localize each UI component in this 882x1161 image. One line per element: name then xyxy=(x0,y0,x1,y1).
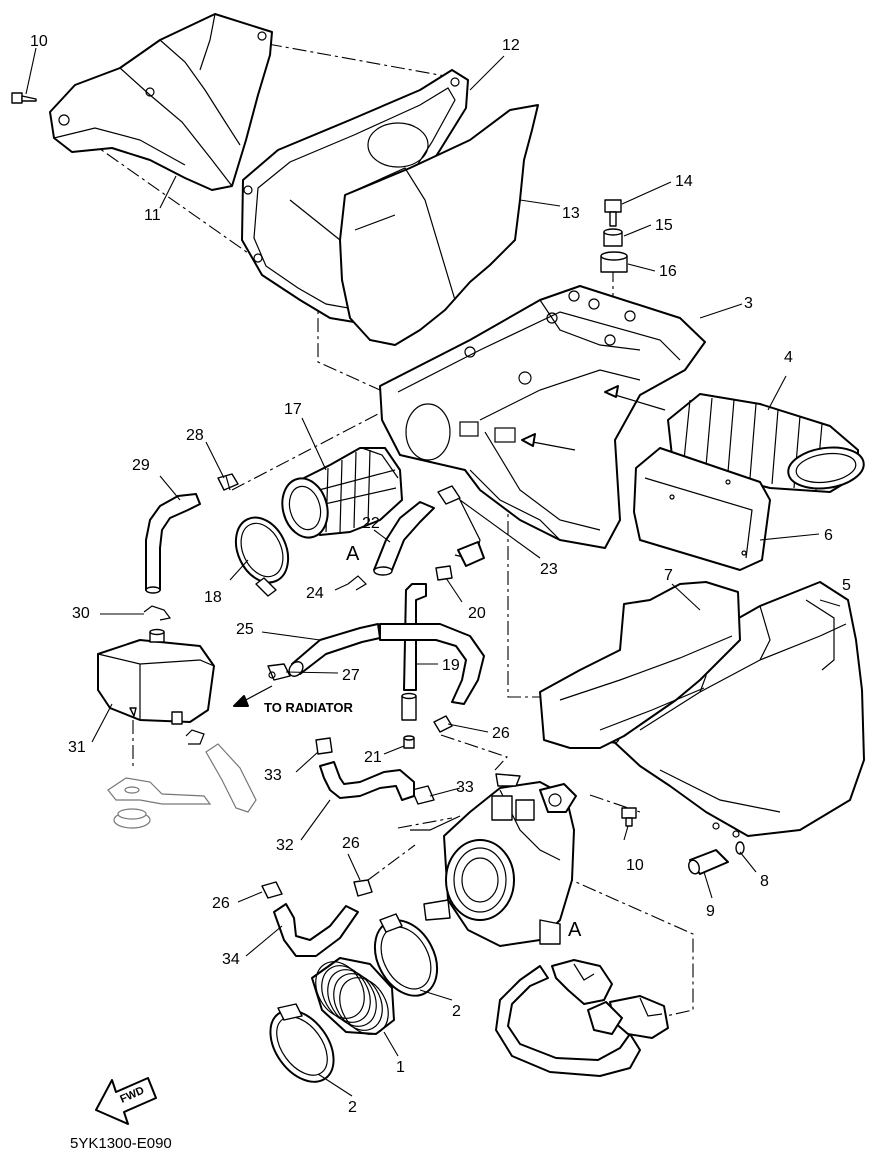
part-2-clamp-upper xyxy=(373,913,439,997)
callout-17: 17 xyxy=(284,401,302,418)
callout-14: 14 xyxy=(675,173,693,190)
part-13-filter-element xyxy=(339,104,539,346)
part-26-clip-left xyxy=(261,881,283,899)
part-10-bolt-top xyxy=(11,92,37,104)
callout-26-right: 26 xyxy=(342,835,360,852)
callout-8: 8 xyxy=(760,873,769,890)
part-28-clip xyxy=(217,473,239,491)
part-8-oring xyxy=(735,841,745,855)
part-24-clip xyxy=(347,575,367,591)
callout-10-right: 10 xyxy=(626,857,644,874)
callout-3: 3 xyxy=(744,295,753,312)
part-33-clip-right xyxy=(411,785,435,805)
part-33-clip-left xyxy=(315,737,333,755)
part-26-clip-right xyxy=(353,879,373,897)
part-16-grommet xyxy=(600,251,628,273)
callout-20: 20 xyxy=(468,605,486,622)
reference-a-left: A xyxy=(346,543,360,565)
callout-16: 16 xyxy=(659,263,677,280)
part-31-tank-clip xyxy=(185,729,205,745)
callout-31: 31 xyxy=(68,739,86,756)
callout-29: 29 xyxy=(132,457,150,474)
callout-27: 27 xyxy=(342,667,360,684)
callout-2-lower: 2 xyxy=(348,1099,357,1116)
callout-23: 23 xyxy=(540,561,558,578)
part-15-collar xyxy=(603,228,623,247)
callout-28: 28 xyxy=(186,427,204,444)
callout-11: 11 xyxy=(144,207,161,224)
callout-18: 18 xyxy=(204,589,222,606)
callout-30: 30 xyxy=(72,605,90,622)
part-20-clip xyxy=(435,565,453,581)
part-18-clamp-band xyxy=(234,516,290,597)
part-9-drain-plug xyxy=(688,849,729,875)
callout-22: 22 xyxy=(362,515,380,532)
part-23-clamp xyxy=(437,485,485,567)
part-34-hose xyxy=(273,903,359,957)
part-17-intake-joint xyxy=(281,447,403,539)
throttle-body xyxy=(410,773,577,947)
callout-7: 7 xyxy=(664,567,673,584)
callout-26-left: 26 xyxy=(212,895,230,912)
callout-5: 5 xyxy=(842,577,851,594)
callout-34: 34 xyxy=(222,951,240,968)
part-22-hose xyxy=(373,501,435,576)
callout-24: 24 xyxy=(306,585,324,602)
part-1-carb-joint xyxy=(311,957,395,1035)
part-31-reservoir-tank xyxy=(97,628,215,725)
callout-2-upper: 2 xyxy=(452,1003,461,1020)
part-19-hose xyxy=(401,583,427,721)
part-25-radiator-hose xyxy=(288,623,485,705)
part-32-hose xyxy=(319,761,415,801)
callout-labels: 10 12 11 13 14 15 16 3 4 5 6 7 8 9 10 17… xyxy=(30,33,851,1152)
callout-12: 12 xyxy=(502,37,520,54)
part-14-bolt xyxy=(604,199,622,227)
part-27-clamp xyxy=(267,663,291,681)
callout-19: 19 xyxy=(442,657,460,674)
callout-33-right: 33 xyxy=(456,779,474,796)
callout-33-left: 33 xyxy=(264,767,282,784)
callout-15: 15 xyxy=(655,217,673,234)
part-26-clip-mid xyxy=(433,715,453,733)
callout-13: 13 xyxy=(562,205,580,222)
callout-21: 21 xyxy=(364,749,382,766)
to-radiator-arrow xyxy=(233,685,273,707)
callout-6: 6 xyxy=(824,527,833,544)
callout-25: 25 xyxy=(236,621,254,638)
part-3-air-box-case xyxy=(379,285,706,561)
tank-bracket-ghost xyxy=(107,743,257,829)
part-10-bolt-right xyxy=(621,807,637,827)
callout-26-mid: 26 xyxy=(492,725,510,742)
part-29-breather-hose xyxy=(145,493,201,594)
part-11-side-cover xyxy=(49,13,273,191)
part-30-clip xyxy=(143,605,172,621)
part-21-bolt xyxy=(403,735,415,749)
callout-1: 1 xyxy=(396,1059,405,1076)
callout-4: 4 xyxy=(784,349,793,366)
callout-10-top: 10 xyxy=(30,33,48,50)
fwd-arrow: FWD xyxy=(95,1077,157,1125)
callout-32: 32 xyxy=(276,837,294,854)
leader-lines xyxy=(25,47,841,1097)
callout-9: 9 xyxy=(706,903,715,920)
reference-a-right: A xyxy=(568,919,582,941)
wire-harness xyxy=(495,959,669,1077)
figure-code: 5YK1300-E090 xyxy=(70,1135,172,1152)
to-radiator-note: TO RADIATOR xyxy=(264,700,353,715)
part-7-element-sheet xyxy=(539,581,741,749)
part-6-panel xyxy=(633,447,771,571)
